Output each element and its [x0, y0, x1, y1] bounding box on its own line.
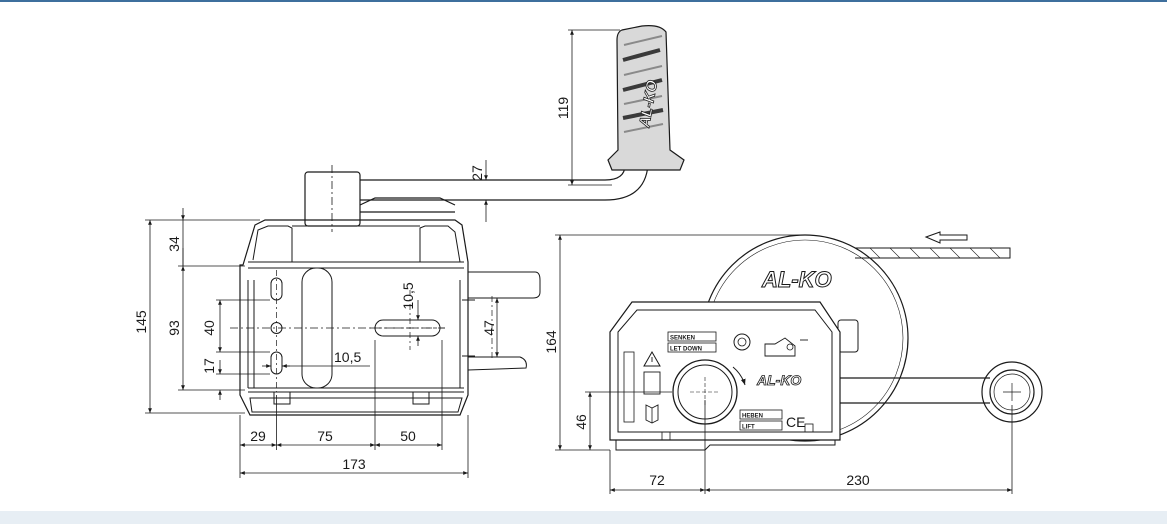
- let-down-plate: [667, 342, 717, 353]
- side-view: [609, 234, 1043, 451]
- front-view: [230, 25, 685, 416]
- dim-164: 164: [543, 330, 559, 354]
- dim-230: 230: [846, 472, 870, 488]
- crank-handle: [607, 25, 685, 171]
- ce-mark: CE: [786, 414, 805, 430]
- dim-72: 72: [649, 472, 665, 488]
- crank-arm-bottom: [360, 164, 649, 201]
- dim-46: 46: [573, 414, 589, 430]
- pointer-hand-icon: [764, 337, 796, 357]
- drum-brand-label: AL-KO: [761, 267, 832, 292]
- dim-50: 50: [400, 428, 416, 444]
- side-view-dimensions: [555, 234, 1013, 494]
- drawing-paper: [0, 0, 1167, 511]
- senken-plate: [667, 331, 717, 342]
- top-accent-bar: [0, 0, 1167, 2]
- dim-119: 119: [555, 97, 571, 120]
- dim-75: 75: [317, 428, 333, 444]
- dim-93: 93: [166, 320, 182, 336]
- dim-29: 29: [250, 428, 266, 444]
- heben-plate: [739, 409, 783, 420]
- dim-173: 173: [342, 456, 366, 472]
- dim-34: 34: [166, 236, 182, 252]
- lift-plate: [739, 420, 783, 431]
- dim-10-5-vertical: 10,5: [400, 282, 416, 309]
- dim-47: 47: [481, 320, 497, 336]
- dim-10-5-horizontal: 10,5: [334, 349, 361, 365]
- dim-145: 145: [133, 310, 149, 334]
- heben-label: HEBEN: [742, 414, 763, 420]
- warning-icon: [643, 350, 661, 367]
- strap: [855, 247, 1011, 259]
- winch-housing: [239, 219, 469, 416]
- dim-40: 40: [201, 320, 217, 336]
- front-view-dimensions: [145, 29, 620, 478]
- let-down-label: LET DOWN: [670, 347, 702, 353]
- dim-17: 17: [201, 358, 217, 374]
- body-brand-label: AL-KO: [756, 372, 801, 388]
- senken-label: SENKEN: [670, 336, 695, 342]
- side-housing: [609, 301, 841, 441]
- lift-label: LIFT: [742, 425, 755, 431]
- arrow-left-icon: [924, 231, 968, 244]
- dim-27: 27: [469, 165, 485, 181]
